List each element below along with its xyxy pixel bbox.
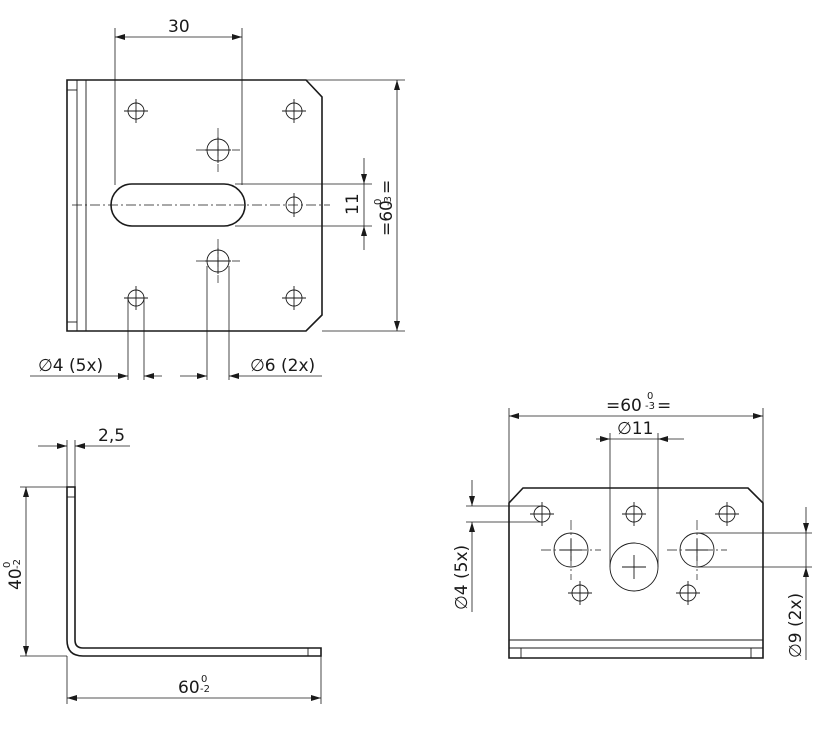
front-plate-outline xyxy=(508,487,764,659)
dim-front-width-tol-upper: 0 xyxy=(647,391,653,402)
hole-small-mid xyxy=(285,193,303,217)
side-profile xyxy=(66,486,322,657)
dim-front-width: =60 xyxy=(606,396,642,416)
front-hole-large-right xyxy=(667,520,727,580)
hole-medium-bottom xyxy=(196,239,240,283)
dim-top-width: 30 xyxy=(168,17,190,37)
dim-front-width-tol-lower: -3 xyxy=(645,401,655,412)
dim-side-thickness: 2,5 xyxy=(98,426,125,446)
dim-front-width-suffix: = xyxy=(657,396,671,416)
dim-side-length-tol-upper: 0 xyxy=(201,674,207,685)
dim-top-height: =60 xyxy=(377,200,397,236)
dim-top-hole-medium: ∅6 (2x) xyxy=(250,356,315,376)
front-hole-large-left xyxy=(541,520,601,580)
dim-top-height-suffix: = xyxy=(377,180,397,194)
hole-medium-top xyxy=(196,128,240,172)
dim-top-height-tol-lower: -3 xyxy=(383,196,394,206)
dim-slot-width: 11 xyxy=(343,193,363,215)
hole-small-tl xyxy=(124,99,148,123)
front-hole-center xyxy=(609,542,659,592)
top-plate-outline xyxy=(66,79,323,332)
dim-top-height-tol-upper: 0 xyxy=(373,199,384,205)
dim-front-center-hole: ∅11 xyxy=(617,419,653,439)
front-hole-small-3 xyxy=(715,502,739,526)
dim-front-hole-large: ∅9 (2x) xyxy=(786,593,806,658)
dim-side-height-tol-upper: 0 xyxy=(2,562,13,568)
front-hole-small-5 xyxy=(676,581,700,605)
front-hole-small-4 xyxy=(568,581,592,605)
dim-top-hole-small: ∅4 (5x) xyxy=(38,356,103,376)
hole-small-br xyxy=(282,286,306,310)
front-hole-small-2 xyxy=(622,502,646,526)
dim-front-hole-small: ∅4 (5x) xyxy=(452,545,472,610)
dim-side-length: 60 xyxy=(178,678,200,698)
dim-side-height-tol-lower: -2 xyxy=(12,559,23,569)
top-view: 30 11 =60 0 -3 = ∅4 (5x) ∅6 (2x) xyxy=(30,17,405,380)
dim-side-length-tol-lower: -2 xyxy=(200,684,210,695)
dim-side-height: 40 xyxy=(6,568,26,590)
front-view: =60 0 -3 = ∅11 ∅4 (5x) ∅9 (2x) xyxy=(452,391,812,660)
side-view: 2,5 40 0 -2 60 0 -2 xyxy=(2,426,322,704)
hole-small-tr xyxy=(282,99,306,123)
slot xyxy=(110,183,246,227)
